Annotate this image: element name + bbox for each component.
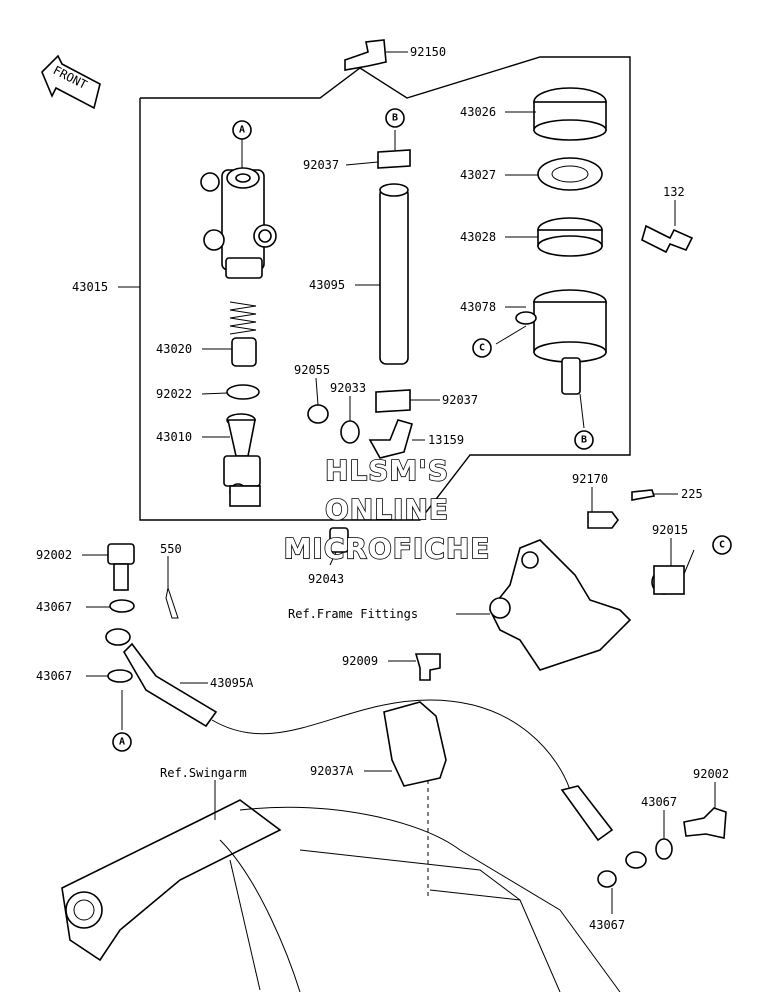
- o-ring-part: [307, 404, 329, 424]
- washer-left-b-part: [107, 669, 133, 683]
- bracket-92170-part: [587, 511, 619, 529]
- part-label-92037A: 92037A: [310, 764, 354, 778]
- part-label-43078: 43078: [460, 300, 496, 314]
- part-label-132: 132: [663, 185, 685, 199]
- watermark-line-1: HLSM'S: [325, 454, 449, 487]
- push-rod-part: [223, 413, 261, 507]
- part-label-92043: 92043: [308, 572, 344, 586]
- part-label-92022: 92022: [156, 387, 192, 401]
- banjo-bolt-left-part: [107, 543, 135, 591]
- master-cylinder-body: [200, 167, 277, 279]
- part-label-43067-a: 43067: [36, 600, 72, 614]
- part-label-225: 225: [681, 487, 703, 501]
- front-arrow-icon: FRONT: [41, 54, 101, 110]
- bolt-225-part: [631, 489, 656, 501]
- washer-right-a-part: [655, 838, 673, 860]
- swingarm-part: [61, 799, 621, 992]
- part-label-43095A: 43095A: [210, 676, 254, 690]
- elbow-fitting-part: [368, 419, 413, 459]
- part-label-92150: 92150: [410, 45, 446, 59]
- reservoir-cap-part: [533, 87, 607, 141]
- part-label-92037-mid: 92037: [442, 393, 478, 407]
- callout-c-right: C: [712, 535, 732, 555]
- bolt-92150-part: [344, 39, 387, 71]
- svg-text:B: B: [392, 113, 398, 124]
- part-label-43028: 43028: [460, 230, 496, 244]
- frame-bracket-part: [489, 539, 632, 671]
- part-label-43026: 43026: [460, 105, 496, 119]
- bolt-92009-part: [414, 653, 441, 681]
- svg-text:A: A: [239, 125, 245, 136]
- part-label-43027: 43027: [460, 168, 496, 182]
- svg-text:A: A: [119, 737, 125, 748]
- rear-hose-end-part: [560, 785, 647, 869]
- circlip-part: [226, 384, 260, 400]
- part-label-43010: 43010: [156, 430, 192, 444]
- part-label-550: 550: [160, 542, 182, 556]
- part-label-92009: 92009: [342, 654, 378, 668]
- callout-a-top: A: [232, 120, 252, 140]
- svg-text:C: C: [479, 343, 485, 354]
- callout-c-left: C: [472, 338, 492, 358]
- part-label-92170: 92170: [572, 472, 608, 486]
- diaphragm-part: [537, 217, 603, 257]
- part-label-43015: 43015: [72, 280, 108, 294]
- reservoir-part: [515, 289, 607, 395]
- ref-swingarm: Ref.Swingarm: [160, 766, 247, 780]
- diaphragm-plate-part: [537, 157, 603, 191]
- part-label-92033: 92033: [330, 381, 366, 395]
- bolt-132-part: [641, 224, 694, 254]
- reservoir-hose-part: [379, 183, 409, 365]
- hose-guide-part: [383, 701, 447, 787]
- part-label-92055: 92055: [294, 363, 330, 377]
- part-label-92015: 92015: [652, 523, 688, 537]
- brake-hose-part: [105, 628, 571, 791]
- part-label-43020: 43020: [156, 342, 192, 356]
- leader-lines: [82, 51, 716, 914]
- pin-fitting-part: [329, 527, 349, 553]
- callout-a-bottom: A: [112, 732, 132, 752]
- watermark-line-3: MICROFICHE: [284, 532, 491, 565]
- svg-text:B: B: [581, 435, 587, 446]
- part-label-92037-top: 92037: [303, 158, 339, 172]
- assembly-frame: [139, 56, 631, 521]
- circlip-small-part: [340, 420, 360, 444]
- part-label-43067-c: 43067: [641, 795, 677, 809]
- part-label-43067-d: 43067: [589, 918, 625, 932]
- ref-frame-fittings: Ref.Frame Fittings: [288, 607, 418, 621]
- callout-b-top: B: [385, 108, 405, 128]
- watermark: HLSM'S ONLINE MICROFICHE: [283, 453, 491, 566]
- part-label-92002-left: 92002: [36, 548, 72, 562]
- part-label-43095: 43095: [309, 278, 345, 292]
- hose-clamp-mid-part: [375, 389, 411, 413]
- part-label-13159: 13159: [428, 433, 464, 447]
- svg-text:C: C: [719, 540, 725, 551]
- banjo-bolt-right-part: [683, 807, 727, 839]
- part-label-92002-right: 92002: [693, 767, 729, 781]
- part-label-43067-b: 43067: [36, 669, 72, 683]
- washer-right-b-part: [597, 870, 617, 888]
- cotter-pin-part: [165, 586, 179, 619]
- callout-b-bottom: B: [574, 430, 594, 450]
- watermark-line-2: ONLINE: [325, 493, 449, 526]
- collar-part: [651, 565, 685, 595]
- spring-part: [229, 301, 257, 367]
- washer-left-a-part: [109, 599, 135, 613]
- hose-clamp-top-part: [377, 149, 411, 169]
